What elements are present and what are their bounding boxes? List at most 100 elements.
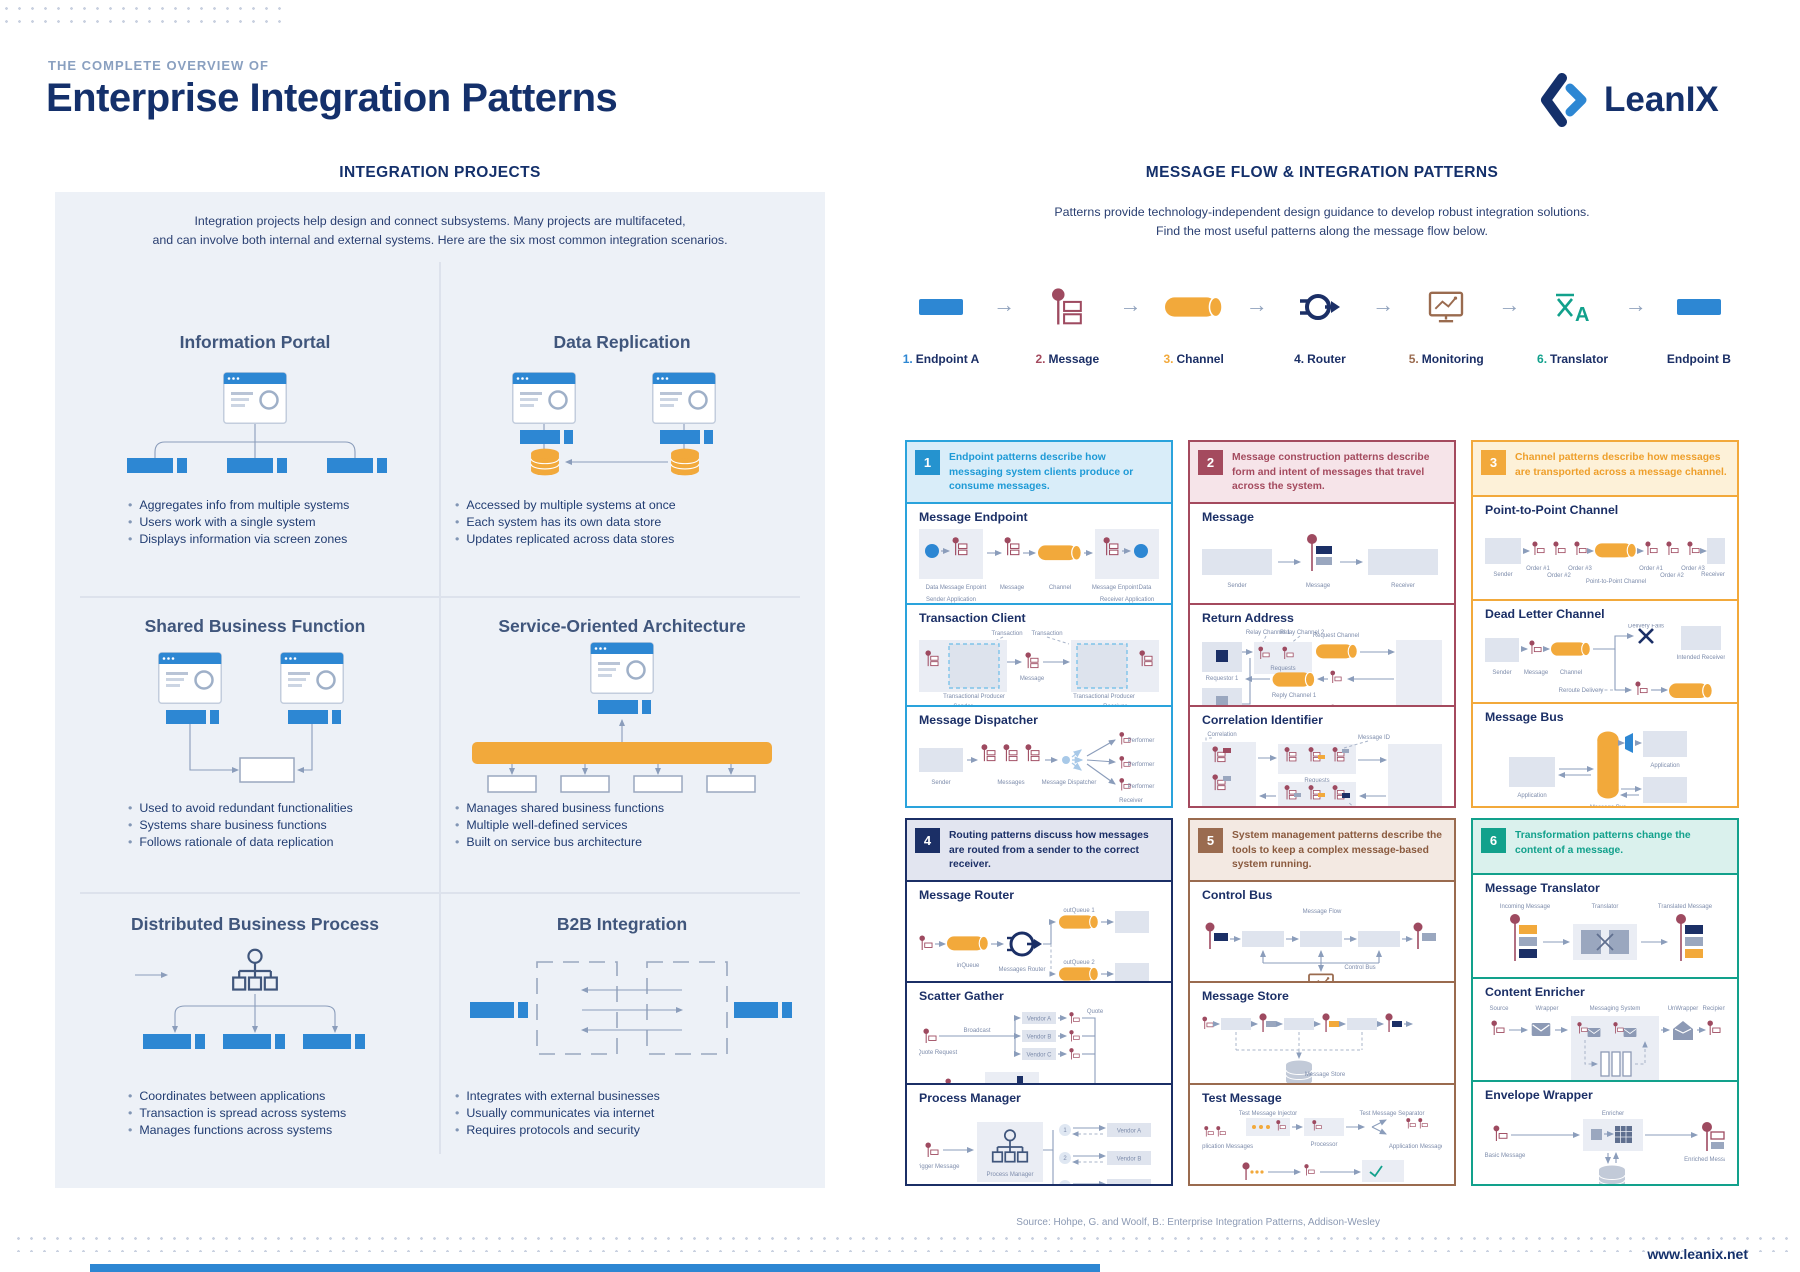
bullet: Used to avoid redundant functionalities [128, 800, 353, 817]
diagram-label: 1 [1063, 1128, 1067, 1134]
flow-label: Message [1048, 352, 1100, 366]
diagram-label: Transaction [1031, 631, 1062, 637]
bullet: Systems share business functions [128, 817, 353, 834]
section-title: Envelope Wrapper [1485, 1088, 1593, 1103]
diagram-label: Request Channel [1313, 633, 1359, 639]
shared-business-function-diagram [158, 652, 344, 783]
pattern-box-header: 1 Endpoint patterns describe how messagi… [907, 442, 1171, 502]
bullet: Usually communicates via internet [455, 1105, 660, 1122]
flow-label: Channel [1176, 352, 1224, 366]
message-icon [1051, 288, 1083, 326]
diagram-label: Process Manager [986, 1172, 1033, 1178]
leanix-logo: LeanIX [1538, 72, 1719, 128]
diagram-label: Basic Message [1485, 1153, 1526, 1159]
dead-letter-channel-diagram: Sender Message Channel Delivery Fails In… [1485, 623, 1725, 699]
pattern-box-system-management: 5 System management patterns describe th… [1188, 818, 1456, 1186]
pattern-section-transaction-client: Transaction Client Transaction Transacti… [907, 603, 1171, 705]
bottom-dots-decoration [12, 1232, 1788, 1252]
diagram-label: Processor [1310, 1142, 1337, 1148]
diagram-label: Requests [1270, 666, 1295, 672]
diagram-label: Sender [1227, 583, 1246, 589]
diagram-label: Message Dispatcher [1042, 780, 1097, 786]
point-to-point-channel-diagram: Sender Order #1 Order #2 Order #3 Point-… [1485, 538, 1725, 585]
message-dispatcher-diagram: Sender Messages Message Dispatcher Perfo… [919, 731, 1155, 804]
diagram-label: Sender [931, 780, 950, 786]
router-icon [1299, 294, 1340, 320]
pattern-section-point-to-point-channel: Point-to-Point Channel Sender Order #1 O… [1473, 495, 1737, 599]
section-title: Transaction Client [919, 611, 1026, 626]
bullet: Displays information via screen zones [128, 531, 349, 548]
pattern-box-header: 5 System management patterns describe th… [1190, 820, 1454, 880]
diagram-label: Reroute Delivery [1559, 688, 1604, 694]
section-title: Content Enricher [1485, 984, 1585, 999]
pattern-section-correlation-identifier: Correlation Identifier Correlation Reque… [1190, 704, 1454, 806]
diagram-label: Message Bus [1590, 805, 1626, 806]
pattern-box-endpoint: 1 Endpoint patterns describe how messagi… [905, 440, 1173, 808]
message-router-diagram: inQueue Messages Router outQueue 1 outQu… [919, 908, 1149, 982]
cell-title-distributed-business-process: Distributed Business Process [131, 914, 379, 934]
diagram-label: Data [926, 585, 939, 591]
flow-item-router: 4.Router [1277, 262, 1363, 366]
diagram-label: Sender [1492, 670, 1511, 676]
diagram-label: Performer [1128, 784, 1155, 790]
diagram-label: Messages Router [998, 967, 1045, 973]
data-replication-diagram [512, 372, 716, 476]
pattern-section-test-message: Test Message Application Messages Test M… [1190, 1082, 1454, 1184]
flow-label: Router [1307, 352, 1346, 366]
section-title: Message Dispatcher [919, 712, 1038, 727]
diagram-label: Data [1139, 585, 1152, 591]
correlation-identifier-diagram: Correlation Requestor Requests Message I… [1202, 732, 1442, 806]
flow-arrow-icon [1372, 292, 1394, 318]
diagram-label: Messages [997, 780, 1024, 786]
section-title: Message [1202, 509, 1254, 524]
scatter-gather-diagram: Quote Request Broadcast Vendor A Vendor … [917, 1009, 1104, 1083]
diagram-label: Incoming Message [1500, 904, 1551, 910]
diagram-label: Wrapper [1536, 1006, 1559, 1012]
diagram-label: Performer [1128, 738, 1155, 744]
website-link[interactable]: www.leanix.net [1647, 1246, 1748, 1262]
diagram-label: Receiver [1391, 583, 1415, 589]
pattern-section-message-dispatcher: Message Dispatcher Sender Messages Messa… [907, 704, 1171, 806]
pattern-box-description: Endpoint patterns describe how messaging… [949, 452, 1134, 493]
pattern-box-number: 5 [1198, 828, 1223, 853]
pattern-box-number: 3 [1481, 450, 1506, 475]
bullet: Coordinates between applications [128, 1088, 346, 1105]
brand-name: LeanIX [1604, 80, 1719, 119]
diagram-label: Receiver [1119, 798, 1143, 804]
section-title: Return Address [1202, 611, 1294, 626]
pattern-box-description: Routing patterns discuss how messages ar… [949, 830, 1149, 871]
left-intro-line2: and can involve both internal and extern… [152, 233, 728, 247]
pattern-box-description: Channel patterns describe how messages a… [1515, 452, 1727, 478]
diagram-label: Intended Receiver [1677, 655, 1725, 661]
pattern-section-envelope-wrapper: Envelope Wrapper Enricher Basic Message … [1473, 1080, 1737, 1185]
bullet: Transaction is spread across systems [128, 1105, 346, 1122]
diagram-label: Broadcast [963, 1028, 990, 1034]
flow-arrow-icon [1119, 292, 1141, 318]
diagram-label: Message [1524, 670, 1549, 676]
bullet: Aggregates info from multiple systems [128, 497, 349, 514]
section-title: Test Message [1202, 1090, 1282, 1105]
test-message-diagram: Application Messages Test Message Inject… [1195, 1111, 1447, 1184]
diagram-label: Receiver Application [1100, 597, 1154, 603]
source-credit: Source: Hohpe, G. and Woolf, B.: Enterpr… [1016, 1217, 1380, 1228]
bullets-b2b-integration: Integrates with external businesses Usua… [455, 1088, 660, 1140]
diagram-label: Channel [1560, 670, 1582, 676]
flow-arrow-icon [1246, 292, 1268, 318]
diagram-label: outQueue 2 [1063, 960, 1095, 966]
flow-num: 5. [1408, 352, 1419, 366]
message-store-diagram: Message Store [1202, 1013, 1414, 1083]
pattern-section-control-bus: Control Bus Message Flow Control Bus [1190, 879, 1454, 982]
bullet: Built on service bus architecture [455, 834, 664, 851]
diagram-label: outQueue 1 [1063, 908, 1095, 914]
flow-num: 4. [1294, 352, 1305, 366]
pattern-section-process-manager: Process Manager Trigger Message Process … [907, 1082, 1171, 1184]
diagram-label: Message [1020, 676, 1045, 682]
diagram-label: Application [1517, 793, 1546, 799]
bullet: Manages shared business functions [455, 800, 664, 817]
left-vertical-divider [439, 262, 441, 1154]
pattern-section-message-endpoint: Message Endpoint Data Message Enpoint Me… [907, 501, 1171, 603]
pattern-section-message-translator: Message Translator Incoming Message Tran… [1473, 873, 1737, 977]
diagram-label: Translated Message [1658, 904, 1713, 910]
flow-arrow-icon [1498, 292, 1520, 318]
diagram-label: Enriched Message [1684, 1157, 1725, 1163]
